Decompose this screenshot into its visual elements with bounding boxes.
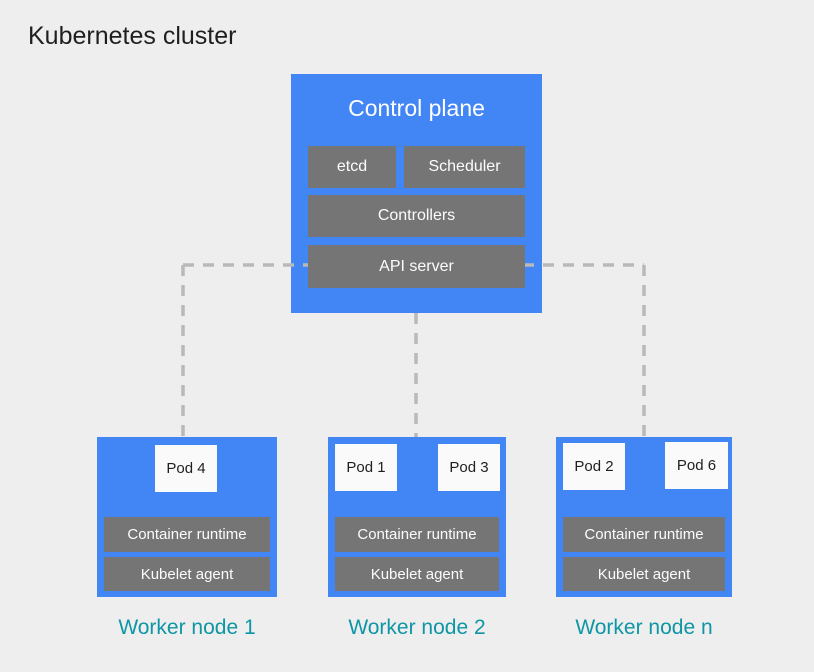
diagram-title: Kubernetes cluster bbox=[28, 22, 237, 50]
etcd-box: etcd bbox=[308, 146, 396, 188]
worker-node-n-box: Pod 2 Pod 6 Container runtime Kubelet ag… bbox=[556, 437, 732, 597]
worker-node-1-box: Pod 4 Container runtime Kubelet agent bbox=[97, 437, 277, 597]
control-plane-title: Control plane bbox=[348, 95, 485, 121]
scheduler-box: Scheduler bbox=[404, 146, 525, 188]
worker-node-2-label: Worker node 2 bbox=[348, 616, 486, 639]
pod-box: Pod 2 bbox=[563, 443, 625, 490]
worker-node-1-label: Worker node 1 bbox=[118, 616, 256, 639]
api-server-box: API server bbox=[308, 245, 525, 288]
pod-box: Pod 1 bbox=[335, 444, 397, 491]
container-runtime-box: Container runtime bbox=[335, 517, 499, 552]
pod-box: Pod 6 bbox=[665, 442, 728, 489]
control-plane-box: Control plane etcd Scheduler Controllers… bbox=[291, 74, 542, 313]
container-runtime-box: Container runtime bbox=[104, 517, 270, 552]
kubelet-agent-box: Kubelet agent bbox=[104, 557, 270, 591]
worker-node-n-label: Worker node n bbox=[575, 616, 713, 639]
container-runtime-box: Container runtime bbox=[563, 517, 725, 552]
pod-box: Pod 3 bbox=[438, 444, 500, 491]
pod-box: Pod 4 bbox=[155, 445, 217, 492]
worker-node-2-box: Pod 1 Pod 3 Container runtime Kubelet ag… bbox=[328, 437, 506, 597]
controllers-box: Controllers bbox=[308, 195, 525, 237]
kubelet-agent-box: Kubelet agent bbox=[563, 557, 725, 591]
kubelet-agent-box: Kubelet agent bbox=[335, 557, 499, 591]
